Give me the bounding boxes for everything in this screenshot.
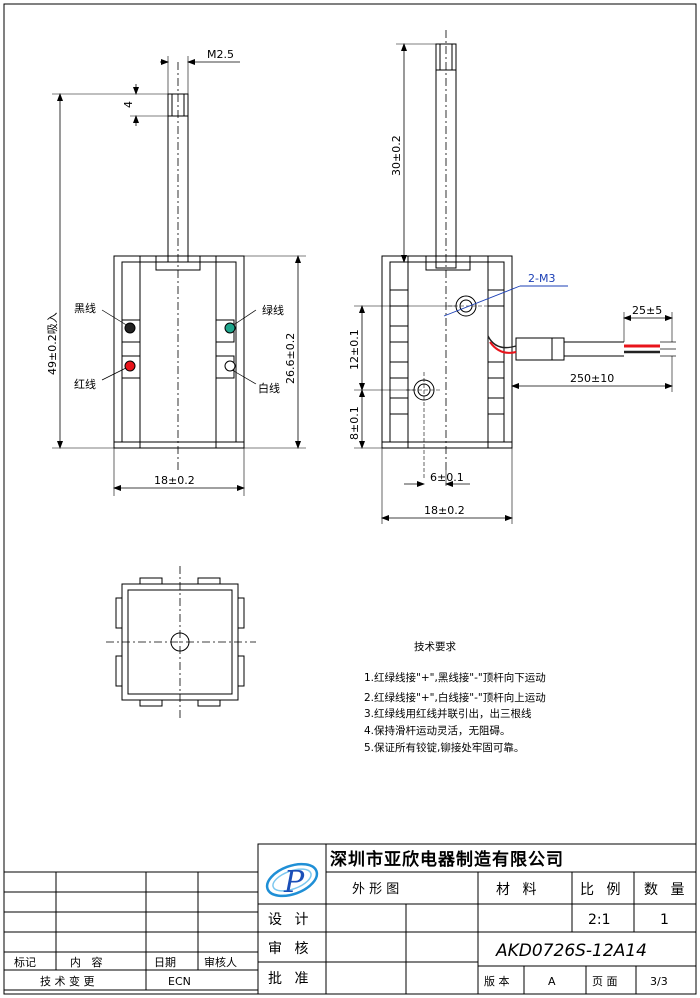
front-view	[52, 56, 306, 496]
design-label: 设 计	[268, 912, 312, 928]
white-wire-label: 白线	[258, 381, 280, 395]
green-wire-dot	[224, 322, 236, 334]
note-item-5: 5.保证所有铰锭,铆接处牢固可靠。	[364, 741, 524, 754]
shaft-length-label: 30±0.2	[390, 135, 403, 176]
note-item-4: 4.保持滑杆运动灵活，无阻碍。	[364, 724, 511, 737]
page-label: 页 面	[592, 975, 618, 988]
lead-sleeve	[515, 337, 565, 361]
rev-change-label: 技 术 变 更	[40, 974, 95, 988]
rev-mark-label: 标记	[14, 955, 36, 969]
body-height-label: 26.6±0.2	[284, 333, 297, 384]
top-view	[106, 566, 256, 718]
black-wire-label: 黑线	[74, 301, 96, 315]
company-logo: P	[265, 862, 319, 900]
side-shaft	[435, 43, 457, 269]
rev-content-label: 内 容	[70, 955, 103, 969]
lead-length-label: 250±10	[570, 372, 614, 385]
rev-date-label: 日期	[154, 956, 176, 969]
quantity-value: 1	[660, 912, 669, 928]
green-wire-label: 绿线	[262, 303, 284, 317]
notes-title: 技术要求	[414, 640, 456, 653]
wire-red	[489, 341, 517, 354]
scale-value: 2:1	[588, 912, 611, 928]
model-number: AKD0726S-12A14	[495, 941, 647, 961]
front-width-label: 18±0.2	[154, 474, 195, 487]
technical-notes: 技术要求 1.红绿线接"+",黑线接"-"顶杆向下运动 2.红绿线接"+",白线…	[364, 640, 546, 754]
revision-block	[3, 871, 259, 991]
hole-label: 2-M3	[528, 272, 555, 285]
black-wire-dot	[124, 322, 136, 334]
thread-label: M2.5	[207, 48, 234, 61]
hole-spacing-label: 12±0.1	[348, 329, 361, 370]
white-wire-dot	[224, 360, 236, 372]
side-width-label: 18±0.2	[424, 504, 465, 517]
version-label: 版 本	[484, 974, 510, 988]
rev-reviewer-label: 审核人	[204, 955, 237, 969]
review-label: 审 核	[268, 941, 312, 957]
red-wire-dot	[124, 360, 136, 372]
thread-length-label: 4	[122, 101, 135, 108]
hole-x-label: 6±0.1	[430, 471, 464, 484]
version-value: A	[548, 975, 556, 988]
drawing-type: 外 形 图	[352, 882, 399, 897]
total-height-label: 49±0.2吸入	[46, 312, 59, 375]
note-item-3: 3.红绿线用红线并联引出，出三根线	[364, 707, 532, 720]
wire-black	[487, 335, 517, 349]
logo-letter: P	[283, 865, 305, 900]
side-frame	[381, 255, 513, 449]
rev-ecn-label: ECN	[168, 975, 191, 988]
note-item-1: 1.红绿线接"+",黑线接"-"顶杆向下运动	[364, 671, 546, 684]
page-value: 3/3	[650, 975, 668, 988]
approve-label: 批 准	[268, 971, 312, 987]
title-block	[257, 843, 697, 995]
company-name: 深圳市亚欣电器制造有限公司	[330, 849, 564, 870]
red-wire-label: 红线	[74, 377, 96, 391]
side-view	[354, 30, 676, 524]
lead-short-label: 25±5	[632, 304, 662, 317]
note-item-2: 2.红绿线接"+",白线接"-"顶杆向上运动	[364, 691, 546, 704]
hole-offset-label: 8±0.1	[348, 406, 361, 440]
page-border	[3, 3, 697, 995]
front-frame	[113, 255, 245, 449]
material-label: 材 料	[496, 882, 540, 898]
scale-label: 比 例	[580, 882, 624, 898]
quantity-label: 数 量	[644, 882, 688, 898]
